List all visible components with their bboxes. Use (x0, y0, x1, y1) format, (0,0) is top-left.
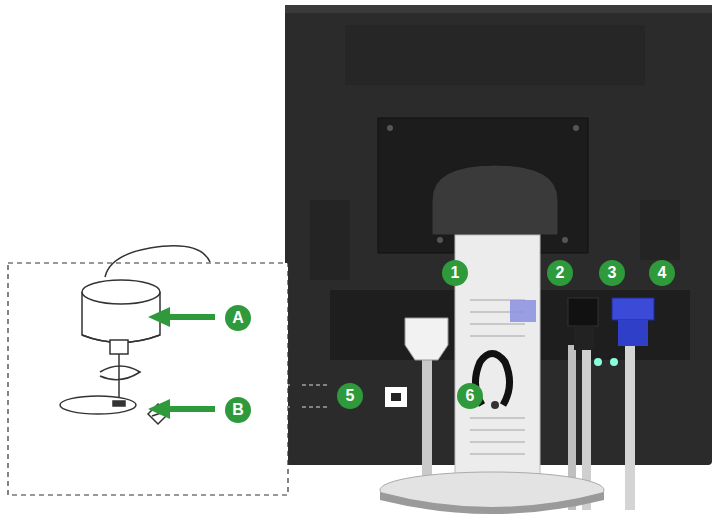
callout-text: 3 (608, 265, 617, 281)
callout-number: 3 (599, 260, 625, 286)
callout-number: A (225, 305, 251, 331)
dvi-connector (568, 298, 598, 326)
callout-text: 1 (451, 265, 460, 281)
mount-plate (378, 118, 588, 253)
lock-slot (391, 393, 401, 401)
vga-plug (618, 320, 648, 346)
holder-screw (491, 401, 499, 409)
vga-connector (612, 298, 654, 320)
dvi-plug (574, 326, 594, 350)
stand-label (510, 300, 536, 322)
base-rim (380, 492, 604, 514)
callout-number: B (225, 397, 251, 423)
callout-text: B (232, 402, 244, 418)
lock-slot-frame (385, 387, 407, 407)
screws (387, 125, 579, 243)
inset-box (8, 263, 288, 495)
audio-jack (610, 358, 618, 366)
housing-edge (290, 380, 302, 412)
stand-grooves (470, 300, 525, 454)
callout-number: 5 (337, 383, 363, 409)
callout-number: 4 (649, 260, 675, 286)
stand-hinge (432, 165, 558, 235)
audio-jack (594, 358, 602, 366)
callout-text: 4 (658, 265, 667, 281)
callout-number: 2 (547, 260, 573, 286)
power-plug (405, 318, 448, 360)
callout-text: A (232, 310, 244, 326)
pointer-arrows (148, 307, 215, 419)
callout-text: 6 (466, 388, 475, 404)
callout-text: 2 (556, 265, 565, 281)
callout-number: 6 (457, 383, 483, 409)
housing-edge (285, 5, 712, 13)
lock-illustration (60, 246, 210, 424)
callout-number: 1 (442, 260, 468, 286)
callout-text: 5 (346, 388, 355, 404)
